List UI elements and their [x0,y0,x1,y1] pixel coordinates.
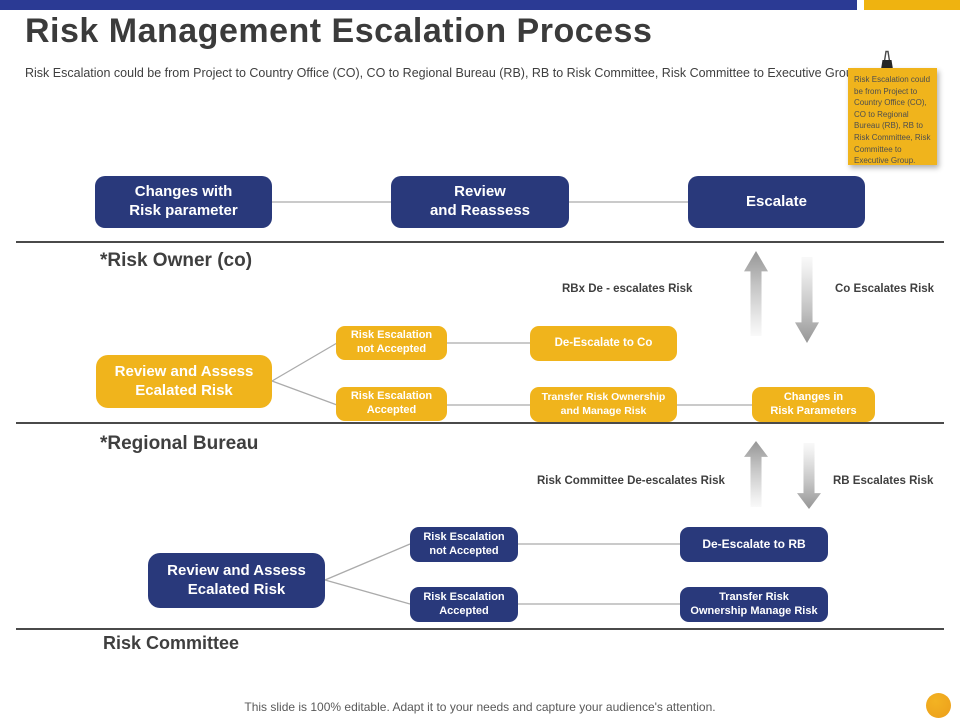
flow-box-changes-with-risk-parameter: Changes with Risk parameter [95,176,272,228]
section-heading-risk-committee: Risk Committee [103,633,240,653]
corner-dot-decoration [926,693,951,718]
top-accent-bar-yellow [864,0,960,10]
section-divider-1 [16,241,944,243]
box-changes-in-risk-parameters: Changes in Risk Parameters [752,387,875,422]
box-review-assess-escalated-risk-co: Review and Assess Ecalated Risk [96,355,272,408]
flow-box-escalate: Escalate [688,176,865,228]
box-transfer-risk-ownership-co: Transfer Risk Ownership and Manage Risk [530,387,677,422]
section-divider-3 [16,628,944,630]
binder-clip-icon [880,50,894,70]
footer-note: This slide is 100% editable. Adapt it to… [244,700,716,714]
box-risk-escalation-not-accepted-rb: Risk Escalation not Accepted [410,527,518,562]
box-risk-escalation-accepted-rb: Risk Escalation Accepted [410,587,518,622]
page-subtitle: Risk Escalation could be from Project to… [25,66,864,80]
sticky-note: Risk Escalation could be from Project to… [848,68,937,165]
box-risk-escalation-accepted-co: Risk Escalation Accepted [336,387,447,421]
label-rbx-deescalates-risk: RBx De - escalates Risk [562,283,693,295]
box-review-assess-escalated-risk-rb: Review and Assess Ecalated Risk [148,553,325,608]
section-heading-regional-bureau: *Regional Bureau [100,433,259,454]
label-rb-escalates-risk: RB Escalates Risk [833,475,934,487]
box-deescalate-to-co: De-Escalate to Co [530,326,677,361]
flow-box-review-and-reassess: Review and Reassess [391,176,569,228]
section-divider-2 [16,422,944,424]
box-deescalate-to-rb: De-Escalate to RB [680,527,828,562]
section-heading-risk-owner: *Risk Owner (co) [100,250,253,271]
label-co-escalates-risk: Co Escalates Risk [835,283,935,295]
top-accent-bar-blue [0,0,857,10]
box-risk-escalation-not-accepted-co: Risk Escalation not Accepted [336,326,447,360]
box-transfer-risk-ownership-rb: Transfer Risk Ownership Manage Risk [680,587,828,622]
label-risk-committee-deescalates-risk: Risk Committee De-escalates Risk [537,475,725,487]
page-title: Risk Management Escalation Process [25,12,653,50]
